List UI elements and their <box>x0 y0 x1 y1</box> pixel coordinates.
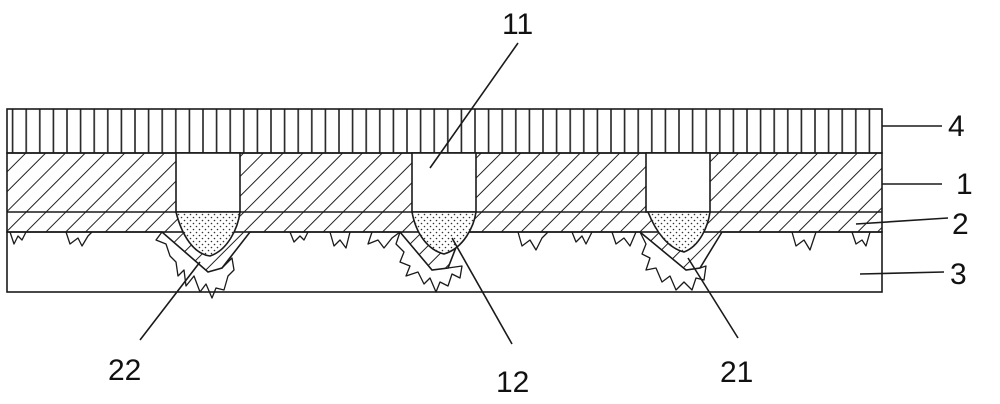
label-2: 2 <box>952 208 969 241</box>
label-12: 12 <box>496 366 529 399</box>
layer-4-top <box>6 108 883 154</box>
opening-left <box>175 152 241 213</box>
leader-11 <box>429 42 519 169</box>
leader-lines <box>139 42 949 345</box>
dotted-fill-right-dots <box>648 212 710 252</box>
label-21: 21 <box>720 356 753 389</box>
leader-22 <box>139 261 201 341</box>
dotted-fill-center-dots <box>412 212 476 254</box>
label-22: 22 <box>108 354 141 387</box>
label-4: 4 <box>948 110 965 143</box>
dotted-fill-left-dots <box>176 212 240 256</box>
leader-3 <box>859 271 945 275</box>
leader-12 <box>451 237 513 345</box>
opening-right <box>645 152 711 213</box>
leader-21 <box>687 257 739 339</box>
leader-2 <box>855 217 949 225</box>
opening-center <box>411 152 477 213</box>
label-3: 3 <box>950 258 967 291</box>
label-11: 11 <box>502 8 533 41</box>
label-1: 1 <box>956 168 973 201</box>
